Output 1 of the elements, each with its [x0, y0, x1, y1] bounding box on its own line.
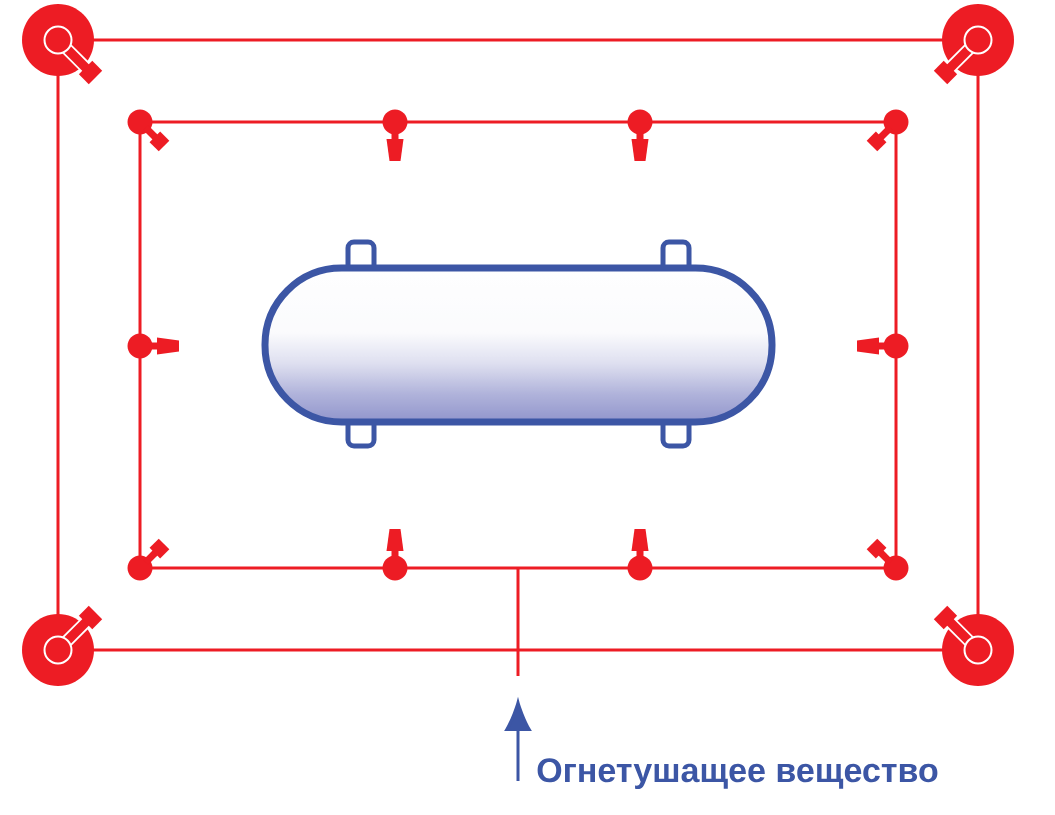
text-label: Огнетушащее вещество	[537, 758, 938, 790]
